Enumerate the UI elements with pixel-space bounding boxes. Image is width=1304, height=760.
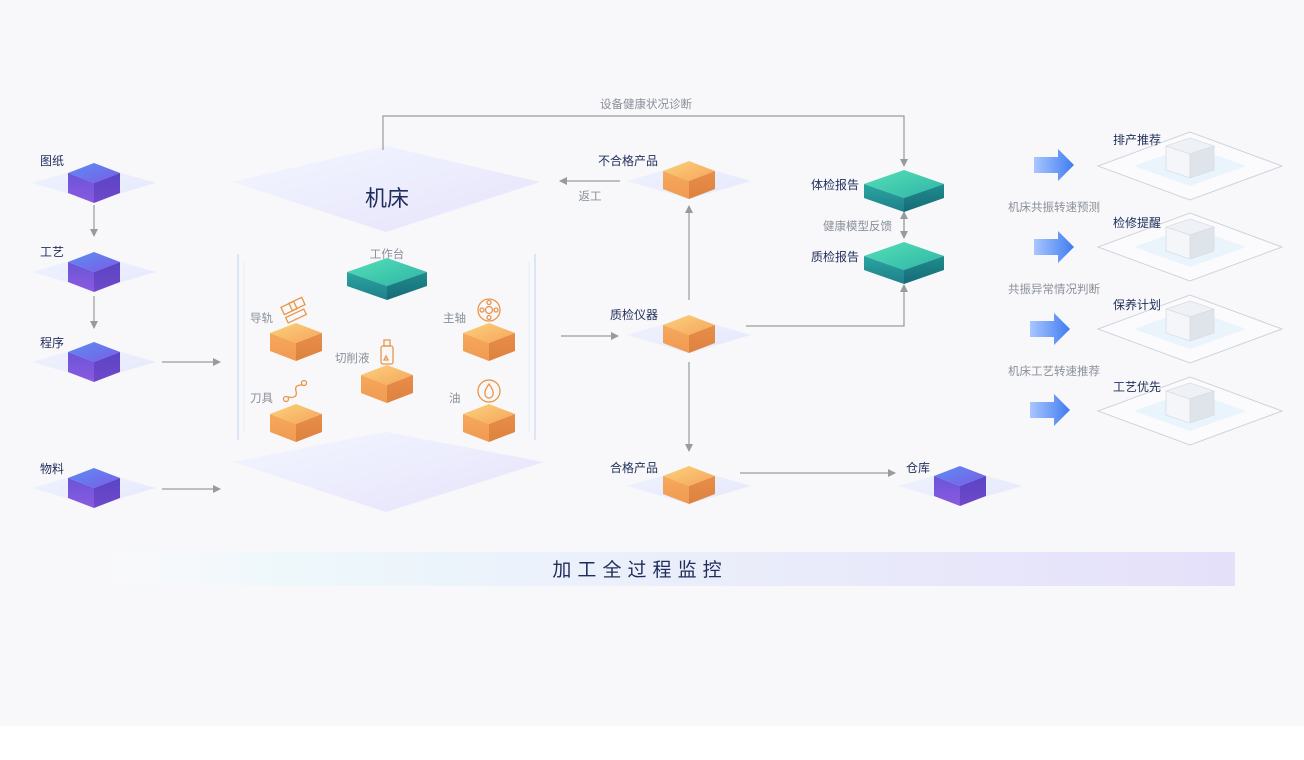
inspector-node: 质检仪器	[610, 307, 751, 353]
output-arrow-2	[1034, 231, 1074, 263]
oil-icon	[477, 379, 501, 403]
warehouse-node: 仓库	[898, 460, 1022, 506]
monitor-banner-text: 加 工 全 过 程 监 控	[552, 559, 721, 581]
output-upkeep-label: 保养计划	[1113, 297, 1161, 312]
defective-product-label: 不合格产品	[598, 153, 658, 168]
body-report-label: 体检报告	[811, 177, 859, 192]
qualified-product-node: 合格产品	[610, 460, 751, 504]
worktable-slab	[347, 258, 427, 300]
diagnosis-label: 设备健康状况诊断	[600, 97, 692, 111]
output-caption-3: 机床工艺转速推荐	[1008, 364, 1100, 378]
coolant-cube	[361, 365, 413, 403]
machine-title: 机床	[365, 187, 409, 212]
machine-group: 机床 工作台 导轨 主轴 切削液	[232, 146, 544, 512]
spindle-icon	[477, 298, 501, 322]
rail-icon	[280, 296, 308, 324]
inspector-label: 质检仪器	[610, 307, 658, 322]
tool-cube	[270, 404, 322, 442]
input-drawing-label: 图纸	[40, 154, 64, 168]
coolant-icon	[380, 339, 394, 365]
output-priority-label: 工艺优先	[1113, 380, 1161, 394]
input-material-label: 物料	[40, 462, 64, 476]
qc-report-label: 质检报告	[811, 249, 859, 264]
output-maintenance: 检修提醒	[1097, 212, 1283, 282]
spindle-label: 主轴	[443, 311, 466, 325]
worktable-label: 工作台	[370, 247, 405, 261]
output-maintenance-label: 检修提醒	[1113, 215, 1161, 230]
input-drawing: 图纸	[32, 154, 156, 203]
warehouse-label: 仓库	[906, 460, 930, 475]
inspector-to-qc-report-line	[746, 284, 908, 327]
diagram-stage: 图纸 工艺 程序 物料 机床 工作台 导轨 主轴	[32, 97, 1283, 586]
monitor-banner	[110, 552, 1235, 586]
oil-label: 油	[449, 391, 461, 405]
output-arrow-3	[1030, 313, 1070, 345]
input-material: 物料	[32, 462, 156, 508]
body-report-node: 体检报告	[811, 170, 944, 212]
output-arrow-1	[1034, 149, 1074, 181]
input-process: 工艺	[32, 245, 156, 292]
coolant-label: 切削液	[335, 351, 370, 365]
machine-top-platform	[232, 146, 540, 232]
output-caption-2: 共振异常情况判断	[1008, 282, 1100, 296]
output-schedule: 排产推荐	[1097, 131, 1283, 201]
qc-report-node: 质检报告	[811, 242, 944, 284]
rail-label: 导轨	[250, 311, 273, 325]
spindle-cube	[463, 323, 515, 361]
defective-product-node: 不合格产品	[598, 153, 751, 199]
tool-icon	[282, 379, 308, 403]
rail-cube	[270, 323, 322, 361]
output-caption-1: 机床共振转速预测	[1008, 200, 1100, 214]
qualified-product-label: 合格产品	[610, 460, 658, 475]
output-schedule-label: 排产推荐	[1113, 133, 1161, 147]
rework-label: 返工	[579, 189, 602, 203]
output-upkeep: 保养计划	[1097, 294, 1283, 364]
input-program-label: 程序	[40, 335, 64, 350]
input-program: 程序	[32, 335, 156, 382]
input-process-label: 工艺	[40, 245, 64, 259]
output-priority: 工艺优先	[1097, 376, 1283, 446]
diagnosis-line	[382, 115, 908, 167]
process-diagram: 图纸 工艺 程序 物料 机床 工作台 导轨 主轴	[32, 97, 1283, 586]
oil-cube	[463, 404, 515, 442]
tool-label: 刀具	[250, 391, 273, 405]
health-feedback-label: 健康模型反馈	[823, 219, 892, 233]
machine-bottom-platform	[232, 432, 544, 512]
output-arrow-4	[1030, 394, 1070, 426]
